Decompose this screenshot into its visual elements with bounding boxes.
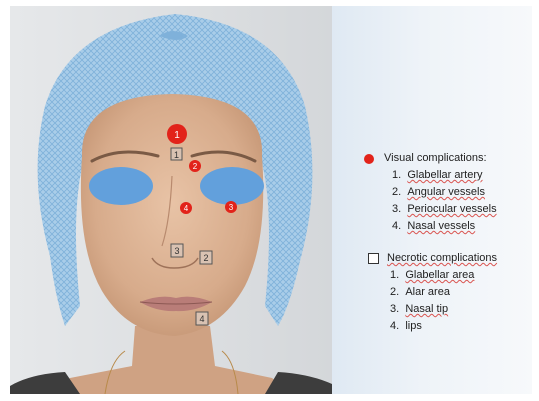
square-icon [368, 253, 379, 264]
box-marker-1-label: 1 [174, 150, 179, 160]
red-marker-1: 1 [167, 124, 187, 144]
visual-legend-list: 1. Glabellar artery 2. Angular vessels 3… [364, 167, 534, 235]
visual-legend: Visual complications: 1. Glabellar arter… [364, 150, 534, 235]
red-marker-2: 2 [189, 160, 201, 172]
list-item: 1. Glabellar area [390, 267, 536, 284]
box-marker-2: 2 [200, 251, 212, 264]
box-marker-4: 4 [196, 312, 208, 325]
right-eye-mask [200, 167, 264, 205]
red-marker-4: 4 [180, 202, 192, 214]
list-item: 3. Periocular vessels [392, 201, 534, 218]
visual-legend-title: Visual complications: [384, 150, 487, 167]
box-marker-1: 1 [171, 148, 182, 160]
box-marker-2-label: 2 [203, 253, 208, 263]
list-item: 3. Nasal tip [390, 301, 536, 318]
necrotic-legend: Necrotic complications 1. Glabellar area… [368, 250, 536, 335]
red-marker-4-label: 4 [184, 204, 189, 213]
red-marker-3-label: 3 [229, 203, 234, 212]
red-dot-icon [364, 154, 374, 164]
red-marker-1-label: 1 [174, 130, 180, 141]
red-marker-2-label: 2 [193, 162, 198, 171]
red-marker-3: 3 [225, 201, 237, 213]
box-marker-3-label: 3 [174, 246, 179, 256]
list-item: 2. Angular vessels [392, 184, 534, 201]
face-illustration: 1 2 3 4 1 2 [10, 6, 332, 394]
list-item: 2. Alar area [390, 284, 536, 301]
necrotic-legend-header: Necrotic complications [368, 250, 536, 267]
visual-legend-header: Visual complications: [364, 150, 534, 167]
list-item: 4. lips [390, 318, 536, 335]
necrotic-legend-title: Necrotic complications [387, 250, 497, 267]
list-item: 4. Nasal vessels [392, 218, 534, 235]
list-item: 1. Glabellar artery [392, 167, 534, 184]
left-eye-mask [89, 167, 153, 205]
box-marker-3: 3 [171, 244, 183, 257]
necrotic-legend-list: 1. Glabellar area 2. Alar area 3. Nasal … [368, 267, 536, 335]
box-marker-4-label: 4 [199, 314, 204, 324]
face-photo: 1 2 3 4 1 2 [10, 6, 332, 394]
